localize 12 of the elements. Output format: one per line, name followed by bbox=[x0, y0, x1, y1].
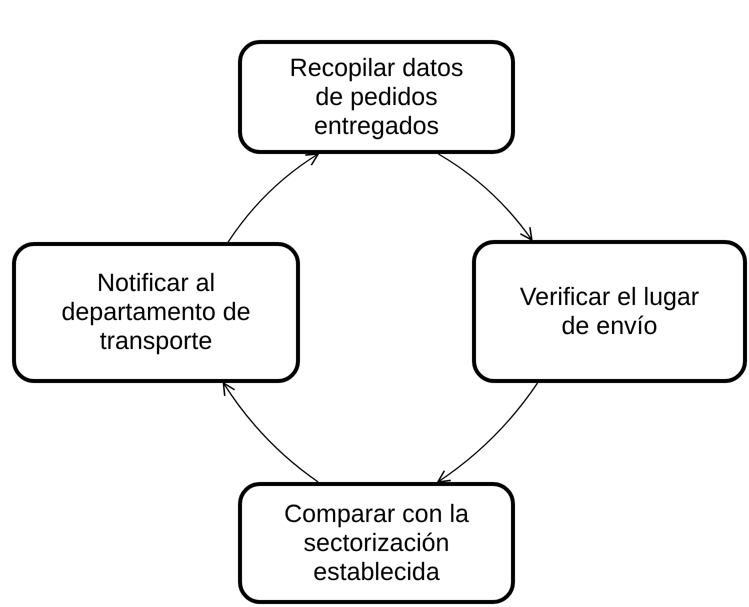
step-text: Recopilar datos de pedidos entregados bbox=[288, 54, 464, 140]
process-box bbox=[472, 240, 747, 383]
step-text: Notificar al departamento de transporte bbox=[60, 269, 252, 356]
process-box bbox=[12, 242, 300, 383]
curved-arrow bbox=[438, 153, 533, 241]
curved-arrow bbox=[222, 382, 319, 483]
process-box bbox=[238, 40, 515, 154]
curved-arrow bbox=[437, 382, 538, 483]
step-text: Comparar con la sectorización establecida bbox=[283, 500, 470, 586]
step-text: Verificar el lugar de envío bbox=[518, 282, 700, 340]
curved-arrow bbox=[228, 153, 319, 242]
process-box bbox=[238, 482, 515, 604]
